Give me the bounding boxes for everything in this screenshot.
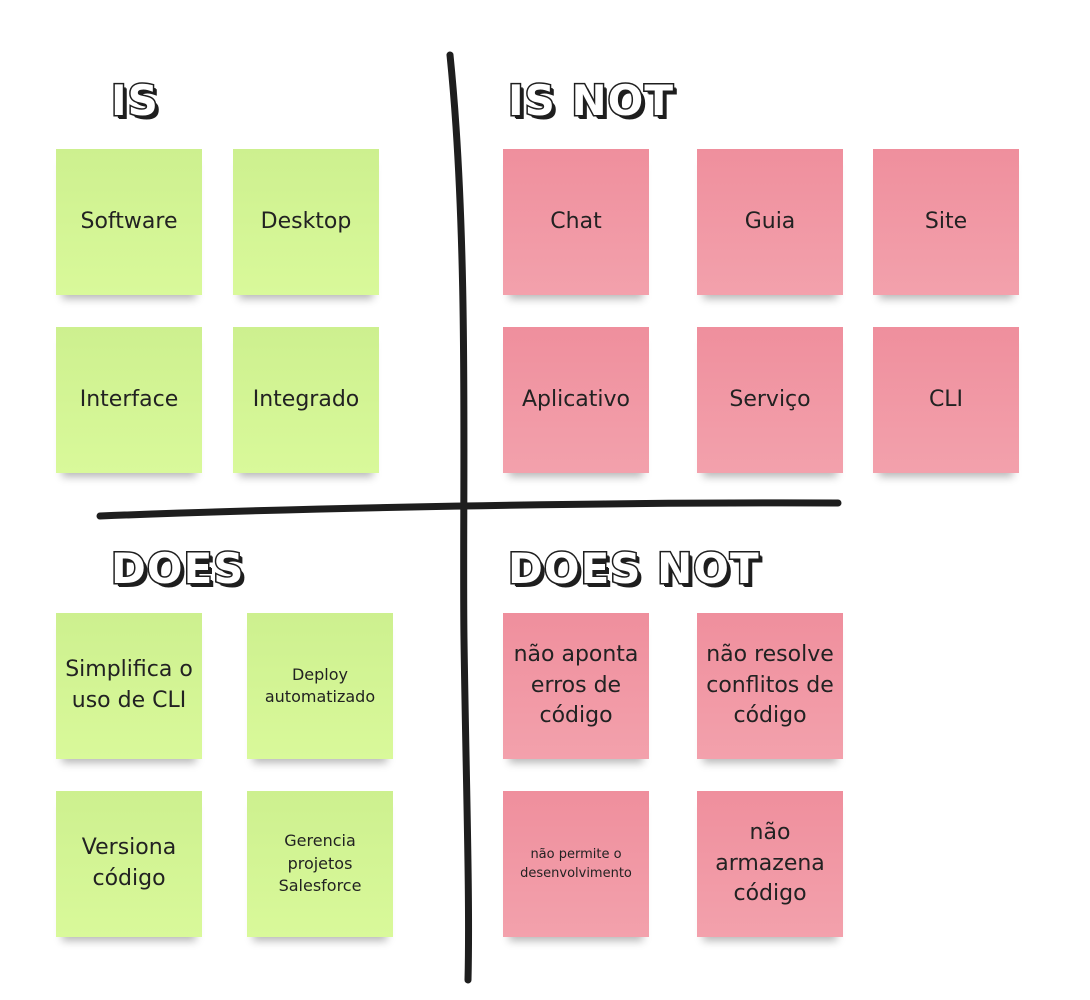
sticky-note[interactable]: não armazena código [697, 791, 843, 937]
sticky-note[interactable]: Guia [697, 149, 843, 295]
sticky-note[interactable]: Integrado [233, 327, 379, 473]
sticky-note[interactable]: Versiona código [56, 791, 202, 937]
sticky-note[interactable]: Gerencia projetos Salesforce [247, 791, 393, 937]
sticky-note[interactable]: Chat [503, 149, 649, 295]
sticky-note[interactable]: não aponta erros de código [503, 613, 649, 759]
sticky-note[interactable]: Deploy automatizado [247, 613, 393, 759]
vertical-divider [446, 51, 473, 984]
sticky-note[interactable]: Software [56, 149, 202, 295]
sticky-note[interactable]: Aplicativo [503, 327, 649, 473]
sticky-note[interactable]: Simplifica o uso de CLI [56, 613, 202, 759]
horizontal-divider [96, 499, 842, 520]
heading-does: DOES [110, 544, 246, 593]
sticky-note[interactable]: Serviço [697, 327, 843, 473]
heading-is: IS [110, 76, 160, 125]
sticky-note[interactable]: não resolve conflitos de código [697, 613, 843, 759]
sticky-note[interactable]: CLI [873, 327, 1019, 473]
heading-does-not: DOES NOT [507, 544, 761, 593]
sticky-note[interactable]: Desktop [233, 149, 379, 295]
sticky-note[interactable]: Site [873, 149, 1019, 295]
sticky-note[interactable]: não permite o desenvolvimento [503, 791, 649, 937]
sticky-note[interactable]: Interface [56, 327, 202, 473]
heading-is-not: IS NOT [506, 76, 675, 125]
